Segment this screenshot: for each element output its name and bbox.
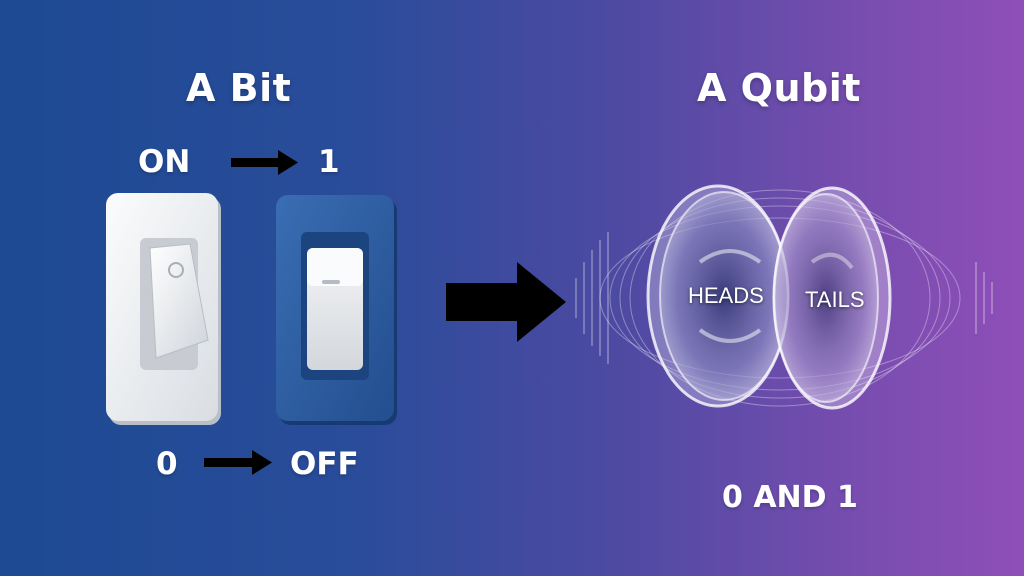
- heads-label: HEADS: [688, 283, 764, 308]
- off-label: OFF: [290, 446, 359, 482]
- blue-light-switch: [276, 195, 397, 425]
- bit-title: A Bit: [186, 66, 292, 110]
- qubit-title: A Qubit: [697, 66, 861, 110]
- white-light-switch: [106, 193, 221, 425]
- superposition-coins: [575, 184, 993, 410]
- qubit-state-label: 0 AND 1: [722, 480, 858, 515]
- transition-arrow-icon: [446, 262, 566, 342]
- one-value: 1: [318, 144, 340, 180]
- on-label: ON: [138, 144, 191, 180]
- zero-value: 0: [156, 446, 178, 482]
- zero-to-off-arrow-icon: [204, 450, 272, 475]
- on-to-one-arrow-icon: [231, 150, 298, 175]
- tails-label: TAILS: [805, 287, 865, 312]
